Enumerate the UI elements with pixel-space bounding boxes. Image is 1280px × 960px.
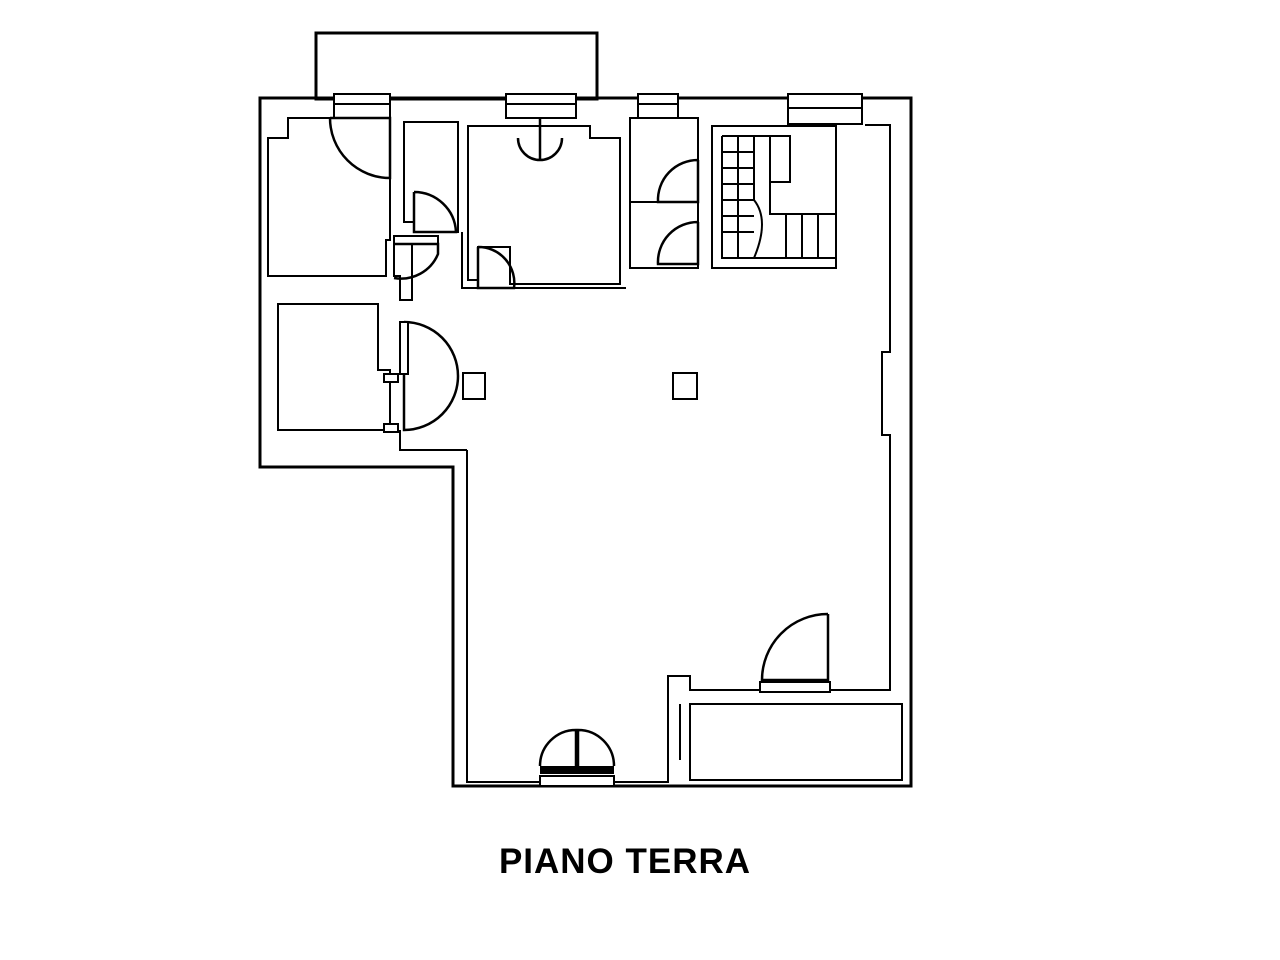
bathroom	[629, 117, 699, 269]
closet-small	[403, 121, 459, 233]
door-swings	[328, 116, 830, 768]
living-room-inner-wall	[466, 124, 891, 783]
corridor-walls	[393, 235, 439, 301]
room-top-center	[467, 125, 621, 285]
window-north-2	[505, 93, 577, 119]
hall-wall	[399, 430, 467, 451]
pillar	[462, 372, 486, 400]
room-top-left	[267, 117, 391, 277]
pillar	[672, 372, 698, 400]
room-bottom-left	[277, 303, 391, 431]
window-north-3	[637, 93, 679, 119]
staircase	[711, 125, 837, 269]
annex-room	[689, 703, 903, 781]
plan-title: PIANO TERRA	[498, 842, 752, 881]
balcony	[314, 31, 599, 101]
window-north-1	[333, 93, 391, 119]
door-sill	[759, 681, 831, 693]
outer-wall	[258, 96, 913, 788]
door-sill	[540, 766, 614, 774]
window-north-4	[787, 93, 863, 125]
